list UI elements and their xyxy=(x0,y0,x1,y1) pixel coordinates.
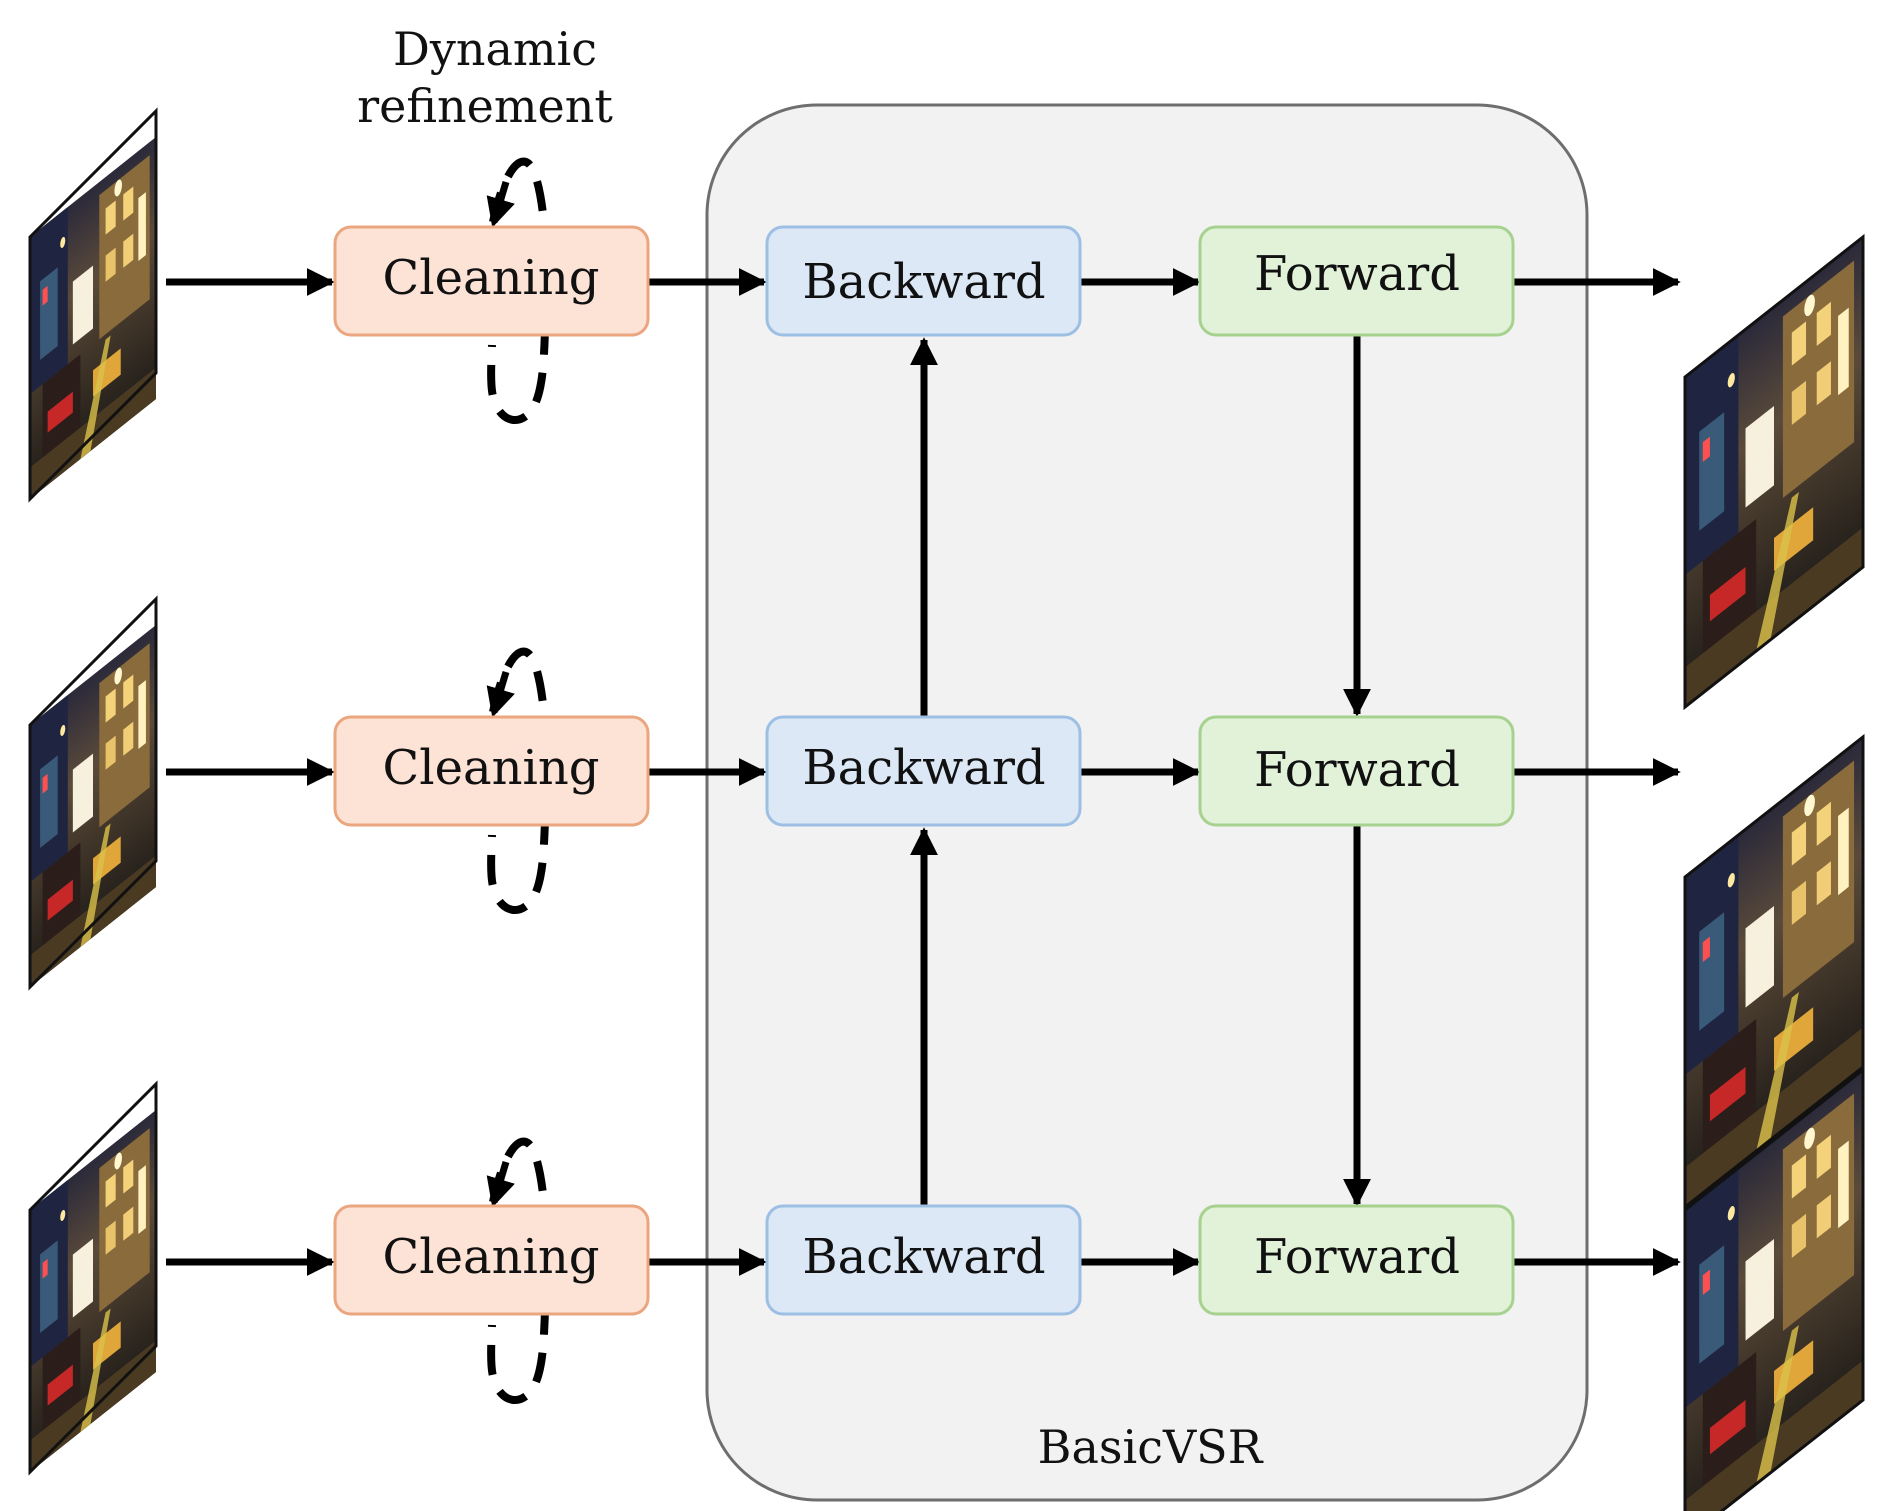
input-frame-3 xyxy=(28,1080,158,1476)
dynamic-refinement-line2: refinement xyxy=(357,79,613,133)
output-frame-2 xyxy=(1683,733,1865,1211)
cleaning-box-1 xyxy=(333,225,650,337)
forward-box-2 xyxy=(1198,715,1515,827)
forward-box-3 xyxy=(1198,1204,1515,1316)
cleaning-label-3: Cleaning xyxy=(382,1229,599,1285)
cleaning-box-3 xyxy=(333,1204,650,1316)
backward-box-2 xyxy=(765,715,1082,827)
output-frame-3 xyxy=(1683,1066,1865,1511)
dynamic-refinement-line1: Dynamic xyxy=(393,22,597,76)
forward-label-3: Forward xyxy=(1254,1229,1460,1285)
backward-box-3 xyxy=(765,1204,1082,1316)
backward-box-1 xyxy=(765,225,1082,337)
backward-label-3: Backward xyxy=(802,1229,1045,1285)
basicvsr-label: BasicVSR xyxy=(1038,1420,1264,1474)
output-frame-1 xyxy=(1683,233,1865,711)
forward-label-1: Forward xyxy=(1254,246,1460,302)
backward-label-2: Backward xyxy=(802,740,1045,796)
forward-box-1 xyxy=(1198,225,1515,337)
cleaning-label-2: Cleaning xyxy=(382,740,599,796)
backward-label-1: Backward xyxy=(802,254,1045,310)
forward-label-2: Forward xyxy=(1254,742,1460,798)
cleaning-label-1: Cleaning xyxy=(382,250,599,306)
input-frame-1 xyxy=(28,107,158,503)
input-frame-2 xyxy=(28,595,158,991)
cleaning-box-2 xyxy=(333,715,650,827)
